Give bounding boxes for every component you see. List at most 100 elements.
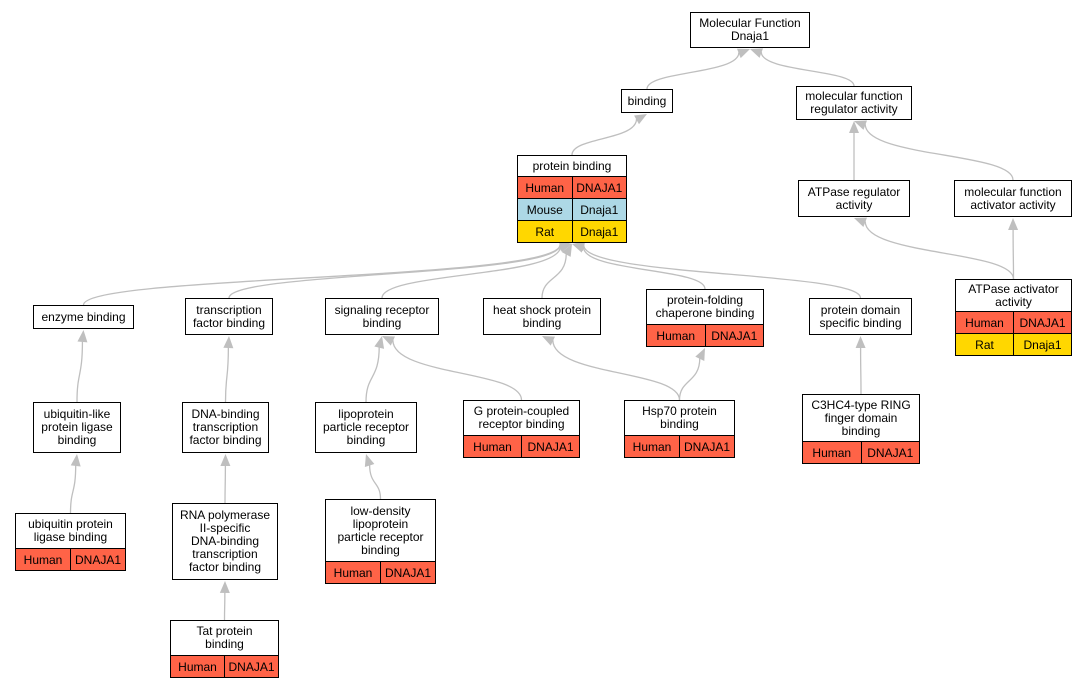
go-term-title: molecular function activator activity — [964, 184, 1062, 212]
go-term-title: lipoprotein particle receptor binding — [322, 407, 410, 447]
edge-line — [678, 357, 701, 401]
species-label: Mouse — [526, 202, 563, 217]
gene-symbol: DNAJA1 — [521, 436, 579, 457]
go-term-title: ubiquitin-like protein ligase binding — [41, 407, 113, 447]
gene-symbol: DNAJA1 — [679, 436, 734, 457]
species-label: Human — [178, 659, 217, 674]
go-term-title: signaling receptor binding — [334, 302, 430, 330]
go-term-node[interactable]: enzyme binding — [33, 305, 134, 329]
edge-line — [381, 246, 562, 299]
edge-line — [224, 346, 230, 403]
go-term-title: ubiquitin protein ligase binding — [28, 517, 113, 544]
gene-symbol: DNAJA1 — [704, 325, 764, 346]
go-term-node[interactable]: RNA polymerase II-specific DNA-binding t… — [172, 503, 278, 580]
edge-line — [864, 124, 1014, 181]
go-term-node[interactable]: signaling receptor binding — [325, 298, 439, 335]
edge-arrowhead — [855, 336, 866, 349]
edge-arrowhead — [364, 454, 375, 467]
edge-line — [392, 340, 523, 401]
go-term-node[interactable]: Molecular Function Dnaja1 — [690, 12, 810, 48]
edge-line — [583, 245, 862, 299]
edge-arrowhead — [849, 121, 859, 133]
species-label: Human — [632, 439, 672, 454]
go-term-title: Hsp70 protein binding — [642, 404, 717, 431]
go-term-title: DNA-binding transcription factor binding — [189, 407, 262, 447]
gene-symbol: DNAJA1 — [860, 442, 920, 463]
go-term-title: protein domain specific binding — [819, 302, 902, 330]
edge-arrowhead — [542, 336, 555, 346]
species-gene-row: Human DNAJA1 — [647, 324, 763, 346]
edge-line — [368, 464, 382, 500]
edge-arrowhead — [561, 244, 572, 257]
edge-line — [552, 340, 681, 401]
go-term-title: RNA polymerase II-specific DNA-binding t… — [179, 508, 271, 574]
species-gene-row: Human DNAJA1 — [625, 435, 734, 457]
gene-symbol: Dnaja1 — [571, 199, 627, 220]
edge-arrowhead — [70, 454, 81, 467]
species-label: Human — [656, 328, 696, 343]
gene-symbol: Dnaja1 — [1013, 334, 1071, 355]
go-term-title: binding — [627, 93, 667, 108]
species-label: Human — [23, 552, 63, 567]
edge-line — [571, 118, 638, 156]
edge-arrowhead — [77, 330, 88, 343]
edge-line — [228, 244, 561, 299]
gene-symbol: DNAJA1 — [1013, 312, 1071, 333]
go-term-node[interactable]: heat shock protein binding — [483, 298, 601, 335]
go-term-title: Tat protein binding — [196, 624, 253, 651]
edge-arrowhead — [220, 454, 231, 467]
edge-arrowhead — [695, 348, 705, 361]
go-term-node[interactable]: low-density lipoprotein particle recepto… — [325, 499, 436, 584]
gene-symbol: DNAJA1 — [70, 549, 125, 570]
edge-line — [541, 253, 567, 299]
go-term-title: C3HC4-type RING finger domain binding — [811, 397, 911, 438]
go-term-node[interactable]: molecular function activator activity — [954, 180, 1072, 217]
edge-arrowhead — [750, 48, 763, 58]
species-label: Human — [812, 445, 852, 460]
go-term-title: ATPase activator activity — [968, 281, 1059, 309]
species-gene-row: Human DNAJA1 — [803, 441, 919, 463]
edge-line — [760, 51, 855, 87]
go-term-node[interactable]: protein domain specific binding — [809, 298, 912, 335]
go-term-title: low-density lipoprotein particle recepto… — [337, 503, 424, 557]
edge-arrowhead — [854, 120, 867, 130]
species-label: Human — [965, 315, 1004, 330]
edge-line — [864, 221, 1015, 280]
edge-arrowhead — [223, 336, 234, 349]
go-term-title: Molecular Function Dnaja1 — [699, 16, 801, 43]
edge-arrowhead — [382, 336, 395, 346]
edge-line — [646, 52, 740, 90]
go-term-node[interactable]: ubiquitin-like protein ligase binding — [33, 402, 121, 453]
species-gene-row: Rat Dnaja1 — [956, 333, 1071, 355]
go-term-node[interactable]: ATPase regulator activity — [798, 180, 910, 217]
edge-line — [82, 244, 561, 306]
edge-arrowhead — [219, 581, 230, 594]
go-term-node[interactable]: DNA-binding transcription factor binding — [182, 402, 269, 453]
species-label: Human — [333, 565, 373, 580]
species-label: Rat — [535, 224, 555, 239]
go-term-title: ATPase regulator activity — [807, 184, 901, 212]
gene-symbol: Dnaja1 — [571, 221, 627, 242]
species-label: Rat — [975, 337, 994, 352]
go-term-node[interactable]: molecular function regulator activity — [796, 86, 912, 120]
go-term-title: protein-folding chaperone binding — [655, 293, 755, 320]
go-term-title: protein binding — [532, 158, 612, 173]
edge-arrowhead — [1008, 218, 1019, 231]
go-term-node[interactable]: lipoprotein particle receptor binding — [315, 402, 417, 453]
go-term-title: enzyme binding — [41, 309, 126, 324]
go-term-node[interactable]: transcription factor binding — [185, 298, 273, 335]
edge-line — [76, 340, 84, 403]
go-term-node[interactable]: binding — [621, 89, 673, 113]
